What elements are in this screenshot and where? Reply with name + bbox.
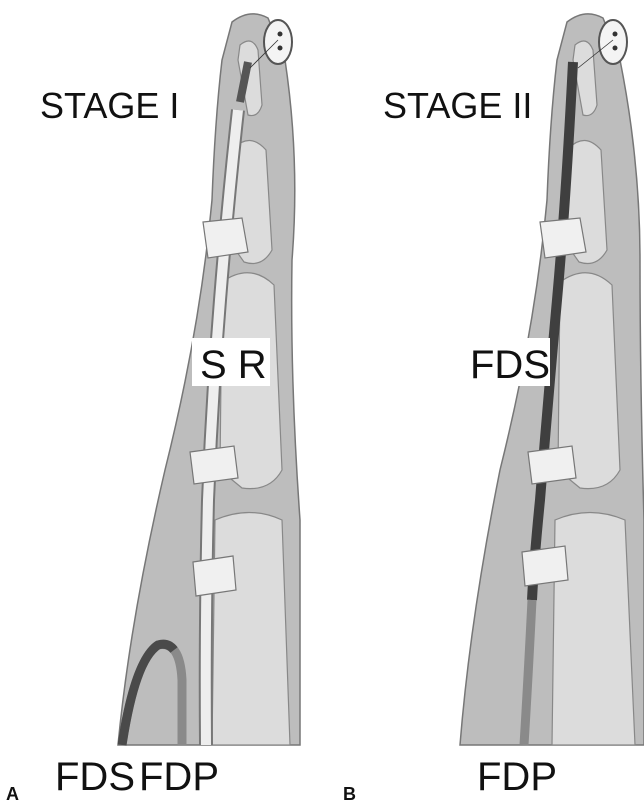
- metacarpal-a: [212, 513, 290, 746]
- stage-label-b: STAGE II: [383, 85, 532, 126]
- silicone-rod-label: S R: [200, 343, 267, 387]
- panel-letter-b: B: [343, 784, 356, 804]
- fdp-label-a: FDP: [139, 755, 219, 799]
- pulley-a2-b: [528, 446, 576, 484]
- panel-letter-a: A: [6, 784, 19, 804]
- pulley-a1-a: [193, 556, 236, 596]
- stage-label-a: STAGE I: [40, 85, 179, 126]
- fdp-label-b: FDP: [477, 755, 557, 799]
- fds-label-a: FDS: [55, 755, 135, 799]
- pulley-a4-b: [540, 218, 586, 258]
- pulley-a2-a: [190, 446, 238, 484]
- pulley-a4-a: [203, 218, 248, 258]
- fds-label-b: FDS: [470, 343, 550, 387]
- pulley-a1-b: [522, 546, 568, 586]
